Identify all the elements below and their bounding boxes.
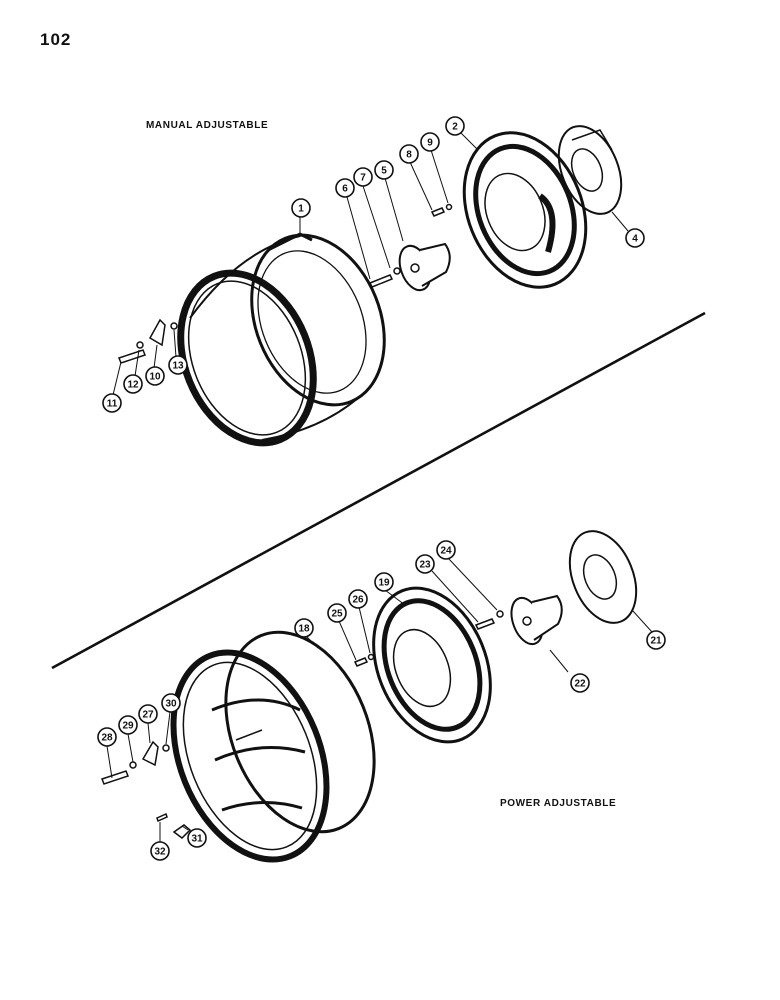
callout-18: 18 bbox=[294, 618, 314, 638]
svg-text:31: 31 bbox=[191, 834, 203, 845]
callout-9: 9 bbox=[420, 132, 440, 152]
svg-text:30: 30 bbox=[165, 699, 177, 710]
callout-32: 32 bbox=[150, 841, 170, 861]
callout-12: 12 bbox=[123, 374, 143, 394]
svg-text:26: 26 bbox=[352, 595, 364, 606]
svg-text:19: 19 bbox=[378, 578, 390, 589]
callout-30: 30 bbox=[161, 693, 181, 713]
callout-19: 19 bbox=[374, 572, 394, 592]
svg-text:1: 1 bbox=[298, 204, 304, 215]
svg-text:11: 11 bbox=[107, 399, 118, 410]
svg-text:4: 4 bbox=[632, 234, 638, 245]
manual-hub bbox=[398, 242, 451, 292]
power-center-plate bbox=[568, 530, 638, 624]
power-bolts-and-clamp bbox=[101, 610, 504, 839]
power-hub bbox=[510, 594, 563, 646]
power-disc bbox=[372, 586, 492, 744]
svg-text:27: 27 bbox=[142, 710, 154, 721]
manual-adjustable-title: MANUAL ADJUSTABLE bbox=[146, 120, 269, 131]
callout-7: 7 bbox=[353, 167, 373, 187]
callout-1: 1 bbox=[291, 198, 311, 218]
svg-text:25: 25 bbox=[331, 609, 343, 620]
svg-text:21: 21 bbox=[650, 636, 662, 647]
callout-31: 31 bbox=[187, 828, 207, 848]
callout-29: 29 bbox=[118, 715, 138, 735]
callout-6: 6 bbox=[335, 178, 355, 198]
callout-4: 4 bbox=[625, 228, 645, 248]
callout-23: 23 bbox=[415, 554, 435, 574]
callout-27: 27 bbox=[138, 704, 158, 724]
svg-text:10: 10 bbox=[149, 372, 161, 383]
svg-text:8: 8 bbox=[406, 150, 412, 161]
callout-10: 10 bbox=[145, 366, 165, 386]
manual-leader-lines bbox=[112, 131, 629, 396]
svg-text:5: 5 bbox=[381, 166, 387, 177]
callout-11: 11 bbox=[102, 393, 122, 413]
callout-28: 28 bbox=[97, 727, 117, 747]
svg-text:18: 18 bbox=[298, 624, 310, 635]
power-leader-lines bbox=[106, 557, 653, 842]
callout-26: 26 bbox=[348, 589, 368, 609]
power-rim bbox=[170, 630, 376, 863]
callout-8: 8 bbox=[399, 144, 419, 164]
callout-24: 24 bbox=[436, 540, 456, 560]
manual-bolts-and-clamp bbox=[118, 203, 453, 364]
svg-text:2: 2 bbox=[452, 122, 458, 133]
svg-text:7: 7 bbox=[360, 173, 366, 184]
svg-text:29: 29 bbox=[122, 721, 134, 732]
callout-25: 25 bbox=[327, 603, 347, 623]
manual-center-plate bbox=[557, 125, 623, 215]
svg-text:12: 12 bbox=[127, 380, 139, 391]
manual-rim bbox=[177, 232, 386, 447]
power-adjustable-title: POWER ADJUSTABLE bbox=[500, 798, 617, 809]
svg-text:23: 23 bbox=[419, 560, 431, 571]
svg-text:22: 22 bbox=[574, 679, 586, 690]
callout-13: 13 bbox=[168, 355, 188, 375]
svg-text:6: 6 bbox=[342, 184, 348, 195]
svg-text:28: 28 bbox=[101, 733, 113, 744]
callouts: 1 2 4 5 6 7 8 9 10 11 12 13 18 19 21 22 … bbox=[97, 116, 666, 861]
callout-2: 2 bbox=[445, 116, 465, 136]
callout-5: 5 bbox=[374, 160, 394, 180]
callout-22: 22 bbox=[570, 673, 590, 693]
svg-text:9: 9 bbox=[427, 138, 433, 149]
svg-text:13: 13 bbox=[172, 361, 184, 372]
manual-disc bbox=[462, 131, 588, 289]
section-divider-line bbox=[51, 311, 706, 670]
svg-text:24: 24 bbox=[440, 546, 452, 557]
page-number: 102 bbox=[40, 30, 72, 49]
svg-text:32: 32 bbox=[154, 847, 166, 858]
callout-21: 21 bbox=[646, 630, 666, 650]
